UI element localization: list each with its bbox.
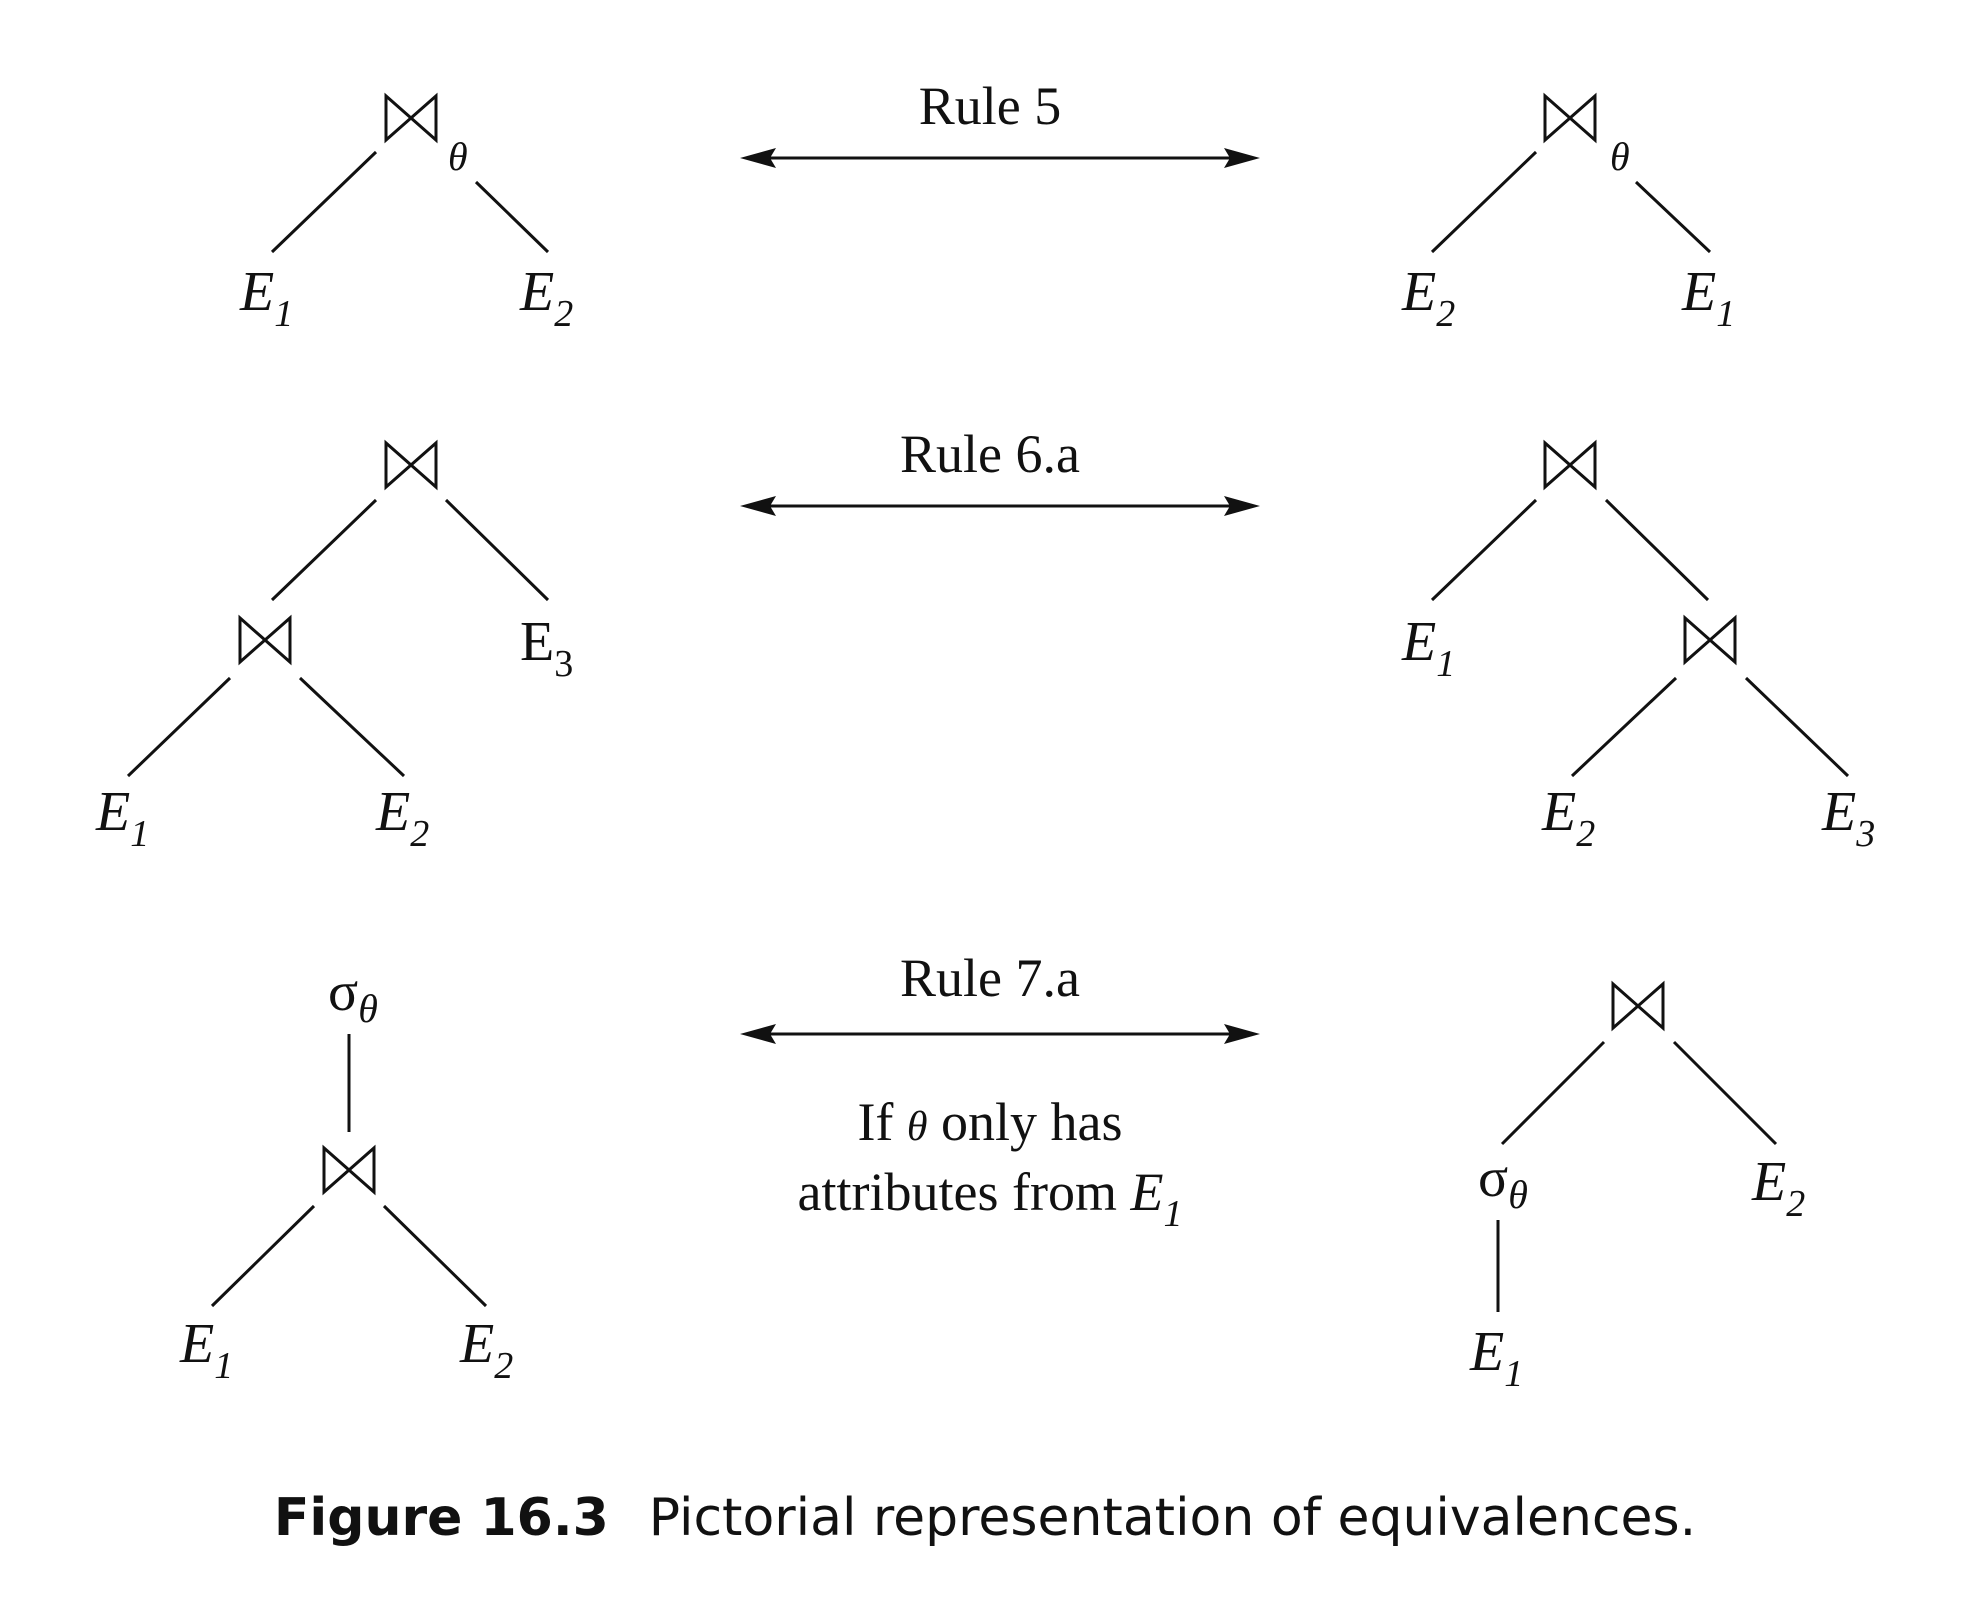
relation-label: E3 [1821, 781, 1875, 855]
tree-edge [444, 498, 550, 602]
relation-label: E2 [459, 1313, 513, 1387]
arrow-left-head [740, 496, 776, 516]
tree-edge [210, 1204, 316, 1308]
join-icon [384, 94, 438, 142]
figure-number: Figure 16.3 [273, 1488, 609, 1548]
join-condition-theta: θ [448, 134, 468, 179]
relation-label: E1 [1681, 261, 1735, 335]
selection-label: σθ [328, 961, 378, 1031]
join-icon [238, 616, 292, 664]
arrow-left-head [740, 1024, 776, 1044]
tree-edge [1500, 1040, 1606, 1146]
rule5-arrow: Rule 5 [740, 76, 1260, 168]
arrow-right-head [1224, 1024, 1260, 1044]
relation-label: E2 [1401, 261, 1455, 335]
tree-edge [1634, 180, 1712, 254]
rule-label: Rule 7.a [900, 948, 1080, 1008]
rule5-left-tree: θ E1 E2 [239, 94, 573, 335]
rule-condition-line2: attributes from E1 [798, 1162, 1183, 1235]
arrow-right-head [1224, 496, 1260, 516]
tree-edge [1744, 676, 1850, 778]
join-icon [1683, 616, 1737, 664]
relation-label: E1 [1469, 1321, 1523, 1395]
relation-label: E2 [1541, 781, 1595, 855]
tree-edge [270, 498, 378, 602]
join-condition-theta: θ [1610, 134, 1630, 179]
join-icon [322, 1146, 376, 1194]
tree-edge [1604, 498, 1710, 602]
tree-edge [126, 676, 232, 778]
tree-edge [382, 1204, 488, 1308]
tree-edge [1570, 676, 1678, 778]
join-icon [384, 441, 438, 489]
figure-caption-text: Pictorial representation of equivalences… [648, 1488, 1697, 1548]
selection-label: σθ [1478, 1147, 1528, 1217]
relation-label: E2 [1751, 1151, 1805, 1225]
relation-label: E1 [1401, 611, 1455, 685]
rule7a-right-tree: σθ E2 E1 [1469, 982, 1805, 1395]
figure-caption: Figure 16.3 Pictorial representation of e… [0, 1488, 1970, 1548]
relation-label: E1 [95, 781, 149, 855]
tree-edge [474, 180, 550, 254]
rule6a-arrow: Rule 6.a [740, 424, 1260, 516]
rule6a-left-tree: E3 E1 E2 [95, 441, 573, 855]
rule-label: Rule 5 [919, 76, 1062, 136]
tree-edge [1430, 498, 1538, 602]
relation-label: E1 [239, 261, 293, 335]
rule5-right-tree: θ E2 E1 [1401, 94, 1735, 335]
rule-label: Rule 6.a [900, 424, 1080, 484]
rule-condition-line1: If θ only has [857, 1092, 1122, 1152]
tree-edge [1672, 1040, 1778, 1146]
tree-edge [270, 150, 378, 254]
rule6a-right-tree: E1 E2 E3 [1401, 441, 1875, 855]
equivalence-diagram: θ E1 E2 Rule 5 θ E2 E1 E3 E1 E2 Rule 6.a [95, 76, 1875, 1395]
join-icon [1543, 94, 1597, 142]
relation-label: E1 [179, 1313, 233, 1387]
rule7a-arrow: Rule 7.a If θ only has attributes from E… [740, 948, 1260, 1235]
tree-edge [1430, 150, 1538, 254]
join-icon [1611, 982, 1665, 1030]
arrow-right-head [1224, 148, 1260, 168]
relation-label: E3 [520, 611, 573, 685]
rule7a-left-tree: σθ E1 E2 [179, 961, 513, 1387]
arrow-left-head [740, 148, 776, 168]
tree-edge [298, 676, 406, 778]
relation-label: E2 [519, 261, 573, 335]
relation-label: E2 [375, 781, 429, 855]
join-icon [1543, 441, 1597, 489]
